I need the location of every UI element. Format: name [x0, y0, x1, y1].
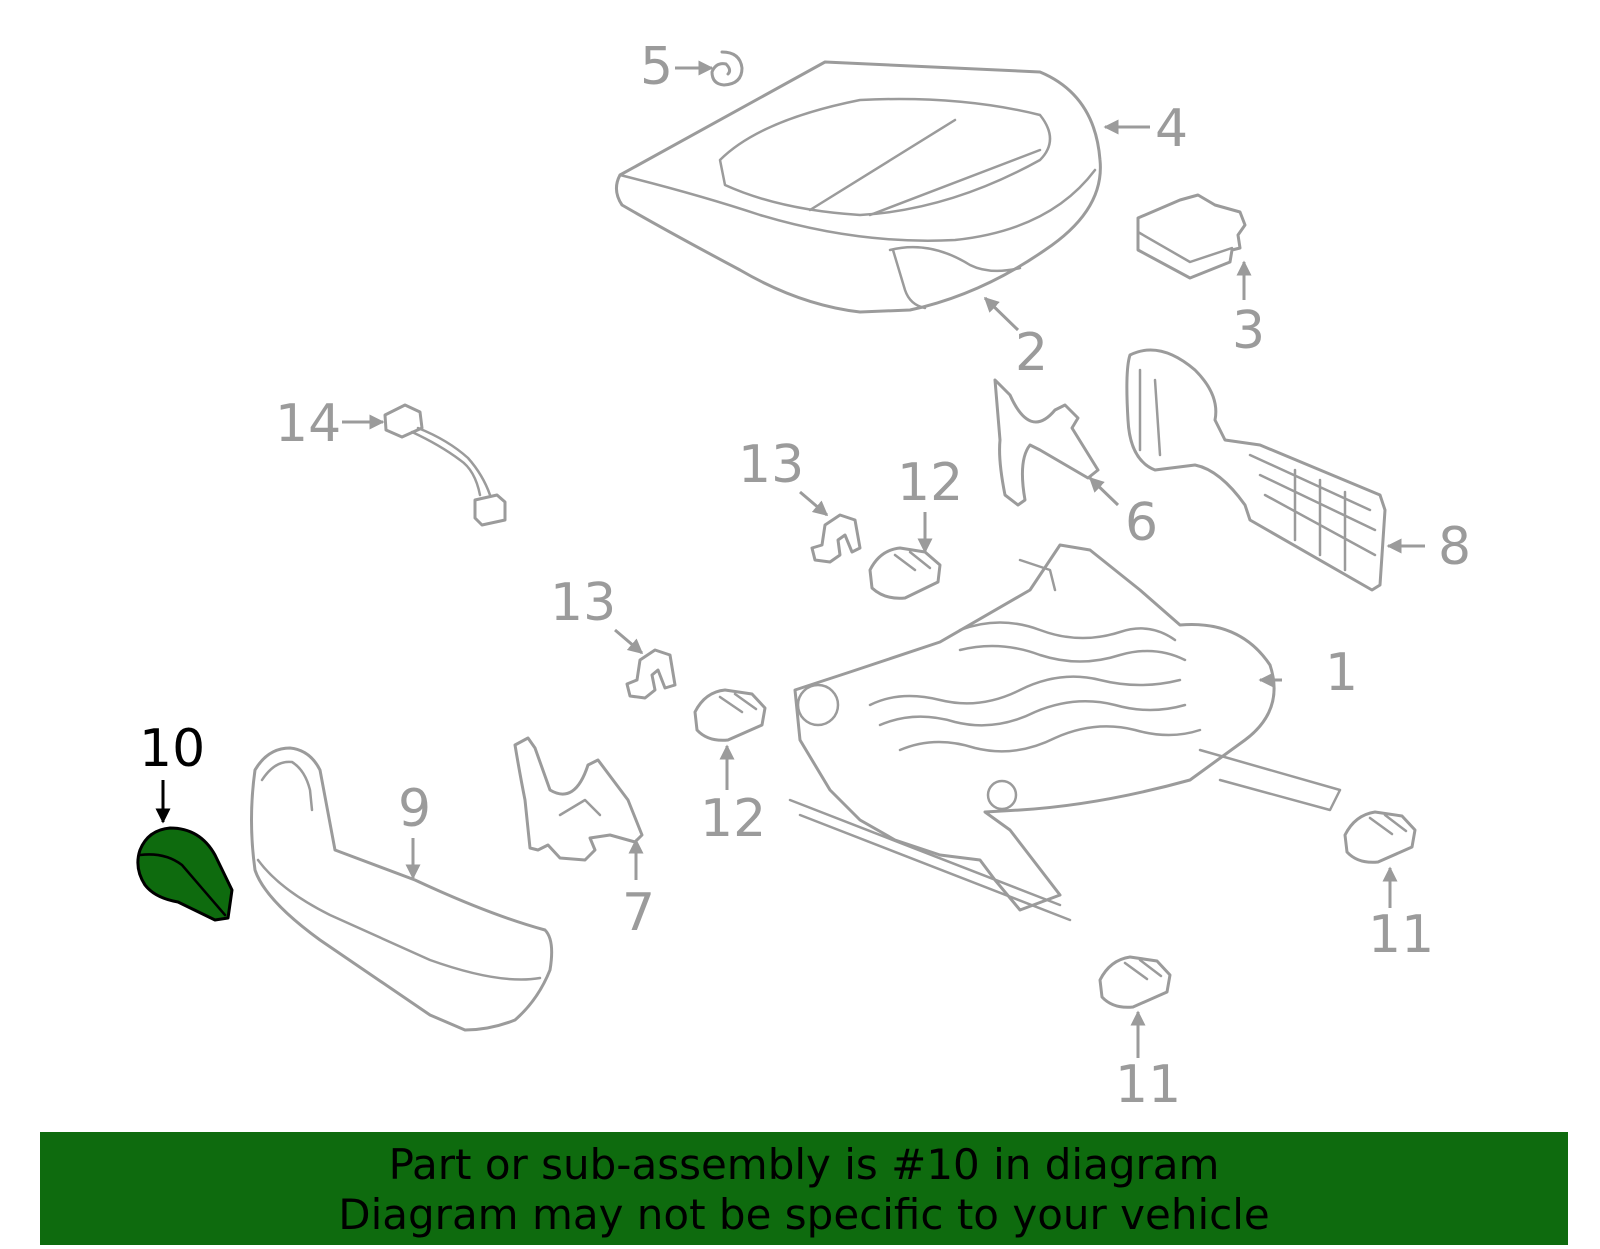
- side-shield-part-8: [1125, 348, 1387, 592]
- bracket-part-6: [993, 378, 1100, 507]
- cap-part-11-right: [1343, 810, 1417, 864]
- callout-6: 6: [1125, 493, 1158, 553]
- seat-cushion-part: [615, 60, 1102, 314]
- callout-8: 8: [1438, 517, 1471, 577]
- side-cover-part-9: [250, 746, 554, 1032]
- banner-line-2: Diagram may not be specific to your vehi…: [338, 1190, 1270, 1239]
- callout-1: 1: [1325, 643, 1358, 703]
- callout-9: 9: [398, 779, 431, 839]
- callout-7: 7: [622, 883, 655, 943]
- callout-4: 4: [1155, 99, 1188, 159]
- info-banner: Part or sub-assembly is #10 in diagram D…: [40, 1132, 1568, 1245]
- callout-5: 5: [640, 37, 673, 97]
- callout-12-upper: 12: [897, 453, 963, 513]
- callout-11-bottom: 11: [1115, 1055, 1181, 1115]
- clip-part-13-upper: [810, 513, 862, 564]
- callout-2: 2: [1015, 323, 1048, 383]
- clip-part-5: [710, 50, 744, 87]
- cap-part-12-upper: [868, 546, 942, 600]
- cap-part-11-bottom: [1098, 955, 1172, 1009]
- seat-frame-part-1: [788, 543, 1342, 922]
- callout-14: 14: [275, 394, 341, 454]
- banner-line-1: Part or sub-assembly is #10 in diagram: [388, 1140, 1220, 1189]
- callout-10: 10: [139, 719, 205, 779]
- cap-part-12-lower: [693, 688, 767, 742]
- callout-13-lower: 13: [550, 573, 616, 633]
- bracket-part-7: [513, 736, 644, 862]
- callout-12-lower: 12: [700, 789, 766, 849]
- callout-13-upper: 13: [738, 435, 804, 495]
- harness-part-14: [383, 403, 507, 527]
- knob-part-10-highlighted: [136, 826, 234, 922]
- clip-part-13-lower: [625, 648, 677, 700]
- callout-3: 3: [1232, 301, 1265, 361]
- module-part-3: [1136, 193, 1247, 280]
- callout-labels: 1 2 3 4 5 6 7 8 9 10 11 11 12 12 13 13 1…: [139, 37, 1471, 1115]
- callout-11-right: 11: [1368, 905, 1434, 965]
- leader-lines: [155, 60, 1425, 1058]
